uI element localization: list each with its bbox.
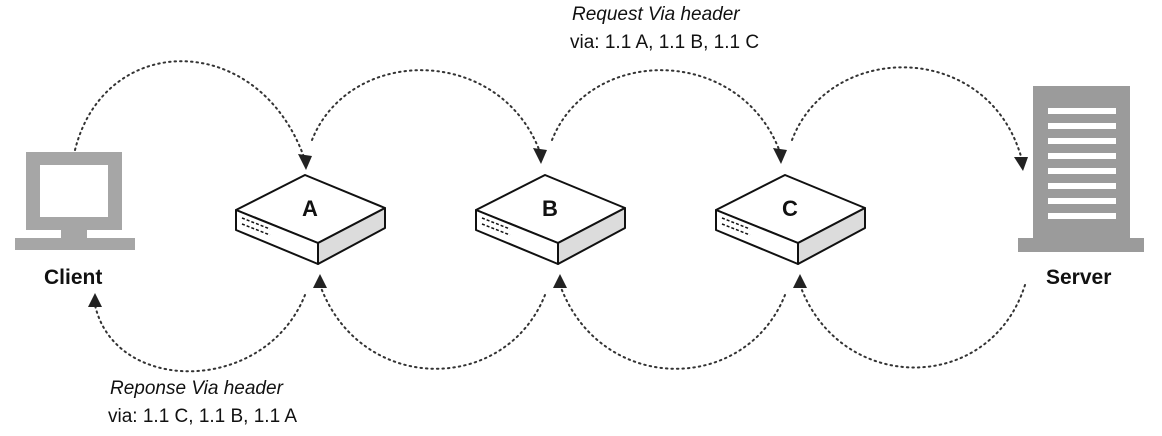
response-arc-server-to-c	[799, 284, 1026, 369]
arrow-head	[773, 148, 787, 164]
client-label: Client	[44, 266, 103, 289]
response-caption-value: via: 1.1 C, 1.1 B, 1.1 A	[108, 406, 298, 427]
request-caption-title: Request Via header	[572, 4, 740, 25]
arrow-head	[298, 154, 312, 170]
proxy-box-icon	[235, 174, 386, 265]
arrow-head	[793, 274, 807, 288]
request-arc-a-to-b	[311, 69, 541, 153]
proxy-box-icon	[475, 174, 626, 265]
arrow-head	[533, 148, 547, 164]
request-arc-client-to-a	[74, 60, 306, 161]
server-label: Server	[1046, 266, 1112, 289]
computer-icon	[15, 152, 135, 250]
response-arc-c-to-b	[559, 284, 786, 370]
request-arc-b-to-c	[551, 69, 781, 153]
response-arc-a-to-client	[94, 294, 306, 373]
arrow-head	[88, 293, 102, 307]
proxy-b-label: B	[542, 196, 558, 221]
arrow-head	[1014, 157, 1028, 171]
response-caption-title: Reponse Via header	[110, 378, 283, 399]
request-arc-c-to-server	[791, 66, 1023, 161]
server-icon	[1018, 86, 1144, 252]
arrow-head	[553, 274, 567, 288]
proxy-c-label: C	[782, 196, 798, 221]
proxy-box-icon	[715, 174, 866, 265]
response-arc-b-to-a	[319, 284, 546, 370]
request-caption-value: via: 1.1 A, 1.1 B, 1.1 C	[570, 32, 760, 53]
arrow-head	[313, 274, 327, 288]
proxy-a-label: A	[302, 196, 318, 221]
